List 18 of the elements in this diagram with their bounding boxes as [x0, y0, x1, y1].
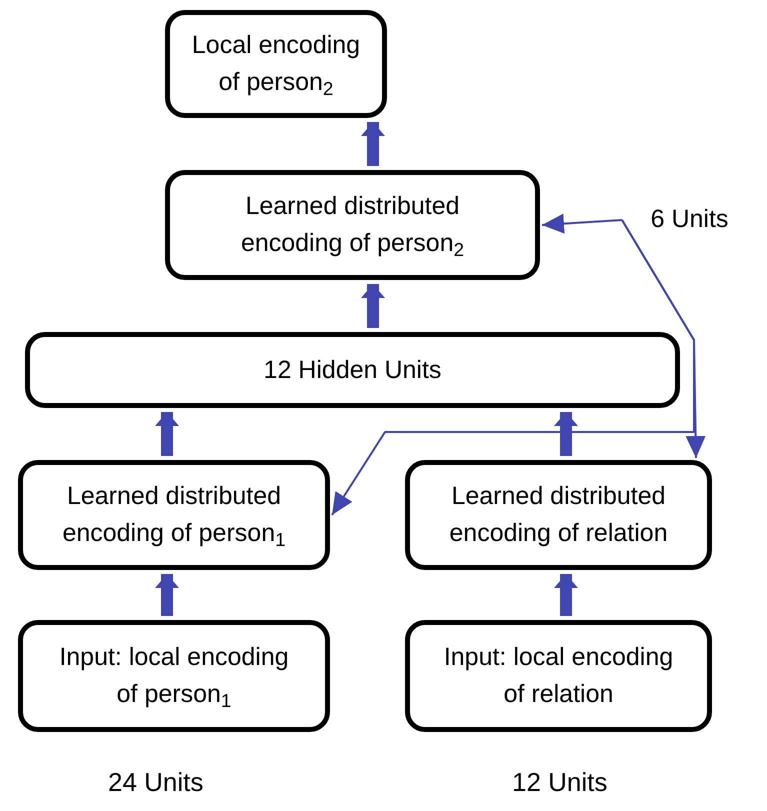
layer-box: Learned distributed encoding of person$_{2}$	[165, 170, 540, 280]
layer-box: Local encoding of person$_{2}$	[165, 10, 387, 118]
block-arrow	[554, 574, 578, 616]
arrow	[621, 219, 706, 458]
layer-box: Learned distributed encoding of relation	[405, 460, 712, 570]
layer-box: Input: local encoding of person$_{1}$	[18, 620, 330, 732]
unit-count-label: 24 Units	[108, 766, 204, 799]
block-arrow	[361, 284, 385, 328]
block-arrow	[554, 412, 578, 456]
layer-box: Input: local encoding of relation	[405, 620, 712, 732]
block-arrow	[155, 574, 179, 616]
layer-box: 12 Hidden Units	[25, 332, 680, 408]
arrow	[542, 214, 622, 234]
annotation-text: 6 Units	[622, 196, 757, 242]
layer-box: Learned distributed encoding of person$_{1}$	[18, 460, 330, 570]
block-arrow	[155, 412, 179, 456]
block-arrow	[361, 122, 385, 166]
unit-count-label: 12 Units	[512, 766, 608, 799]
